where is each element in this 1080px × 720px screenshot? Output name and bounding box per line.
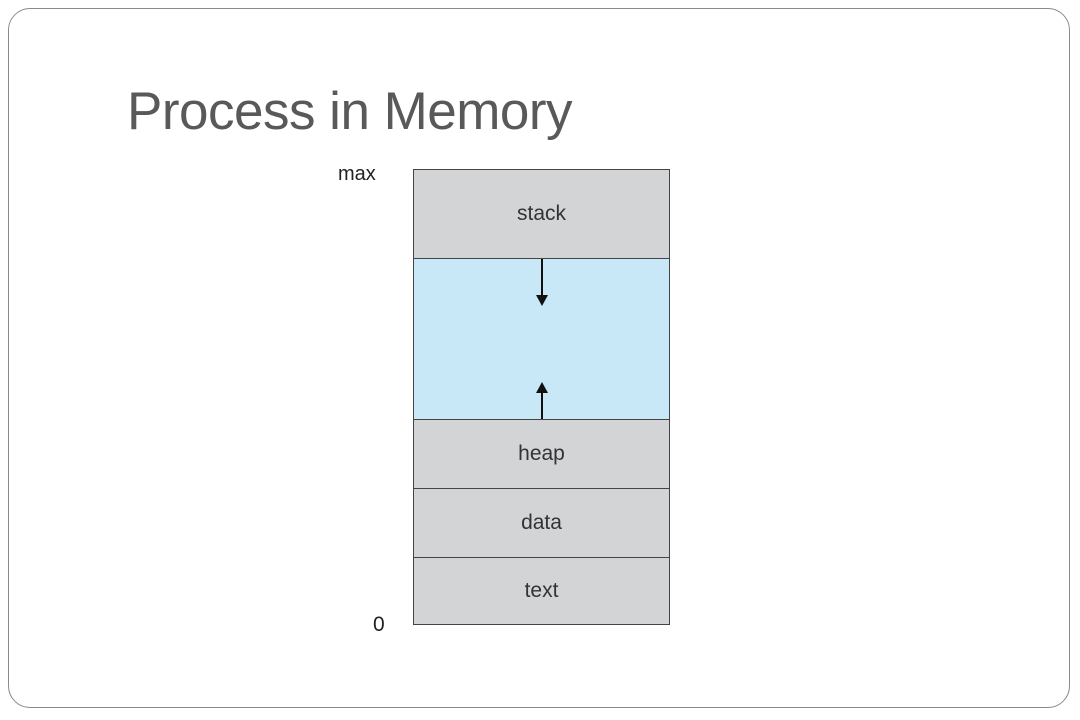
text-label: text — [524, 579, 559, 602]
stack-label: stack — [516, 202, 566, 225]
page-title: Process in Memory — [127, 82, 573, 141]
text-segment: text — [414, 557, 669, 624]
stack-segment: stack — [414, 170, 669, 258]
slide-frame: Process in Memory max 0 stack heap data … — [8, 8, 1070, 708]
stack-growth-arrow-icon — [535, 259, 548, 306]
heap-growth-arrow-icon — [535, 382, 548, 419]
free-space-segment — [414, 258, 669, 419]
address-zero-label: 0 — [373, 613, 385, 636]
address-max-label: max — [338, 163, 376, 185]
data-label: data — [521, 511, 562, 534]
heap-segment: heap — [414, 419, 669, 488]
data-segment: data — [414, 488, 669, 557]
process-memory-diagram: stack heap data text — [413, 169, 670, 625]
heap-label: heap — [518, 442, 565, 465]
